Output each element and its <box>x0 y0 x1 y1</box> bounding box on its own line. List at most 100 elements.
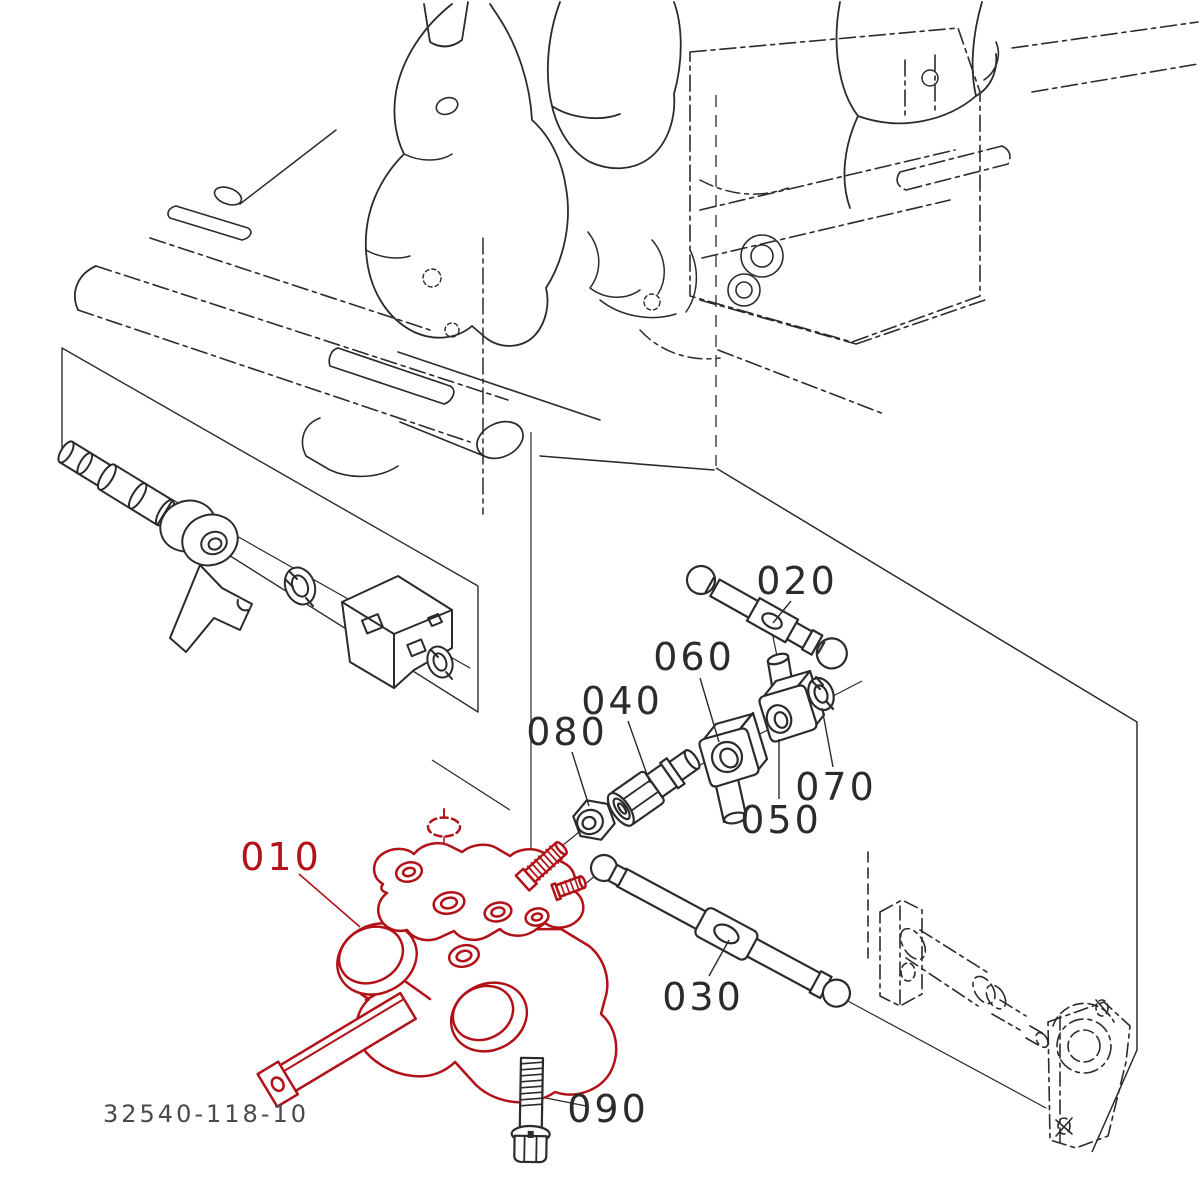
bolt090-head <box>513 1134 548 1164</box>
rail-bottom-edge <box>77 309 471 443</box>
valve-flange-hole-left-inner <box>401 866 417 878</box>
rail-slot <box>328 347 455 405</box>
leader-030 <box>708 939 730 977</box>
elbow-060 <box>698 711 769 825</box>
bell-housing-waist-lines <box>365 153 453 259</box>
bushing-hole-outer <box>200 530 228 556</box>
cyl-flange-hole-bottom <box>1057 1117 1071 1135</box>
callout-030: 030 <box>662 975 744 1019</box>
rail-ledge-phantom <box>149 237 431 331</box>
left-panel <box>61 347 479 713</box>
linkage-assembly <box>57 440 471 689</box>
callout-060: 060 <box>653 635 735 679</box>
rod-030 <box>589 853 852 1008</box>
hidden-hole-2 <box>444 322 460 338</box>
rear-housing-bore-outer <box>740 234 784 278</box>
cyl-left-bracket <box>879 899 923 1007</box>
lift-arm-outline <box>835 1 998 209</box>
valve-port-b-inner <box>490 906 506 918</box>
hidden-hole-1 <box>422 268 442 288</box>
nut080-hole <box>581 815 597 831</box>
leader-lines <box>298 600 834 1107</box>
rail-corner-line <box>239 129 337 205</box>
cylinder-axis-line <box>845 999 1047 1109</box>
valve-boss-left-rim <box>337 925 405 985</box>
elbow060-bore-inner <box>719 747 739 769</box>
leader-040 <box>627 720 651 784</box>
elbow050-bore-inner <box>773 711 789 729</box>
cyl-barrel <box>905 929 991 1007</box>
mount-boss-ellipse <box>476 420 524 460</box>
rear-housing-pin-hole <box>921 69 939 87</box>
cyl-right-flange <box>1047 1001 1131 1149</box>
rail-upper-slot <box>167 205 252 241</box>
bell-housing-outline <box>364 3 569 347</box>
rod030-block-hole <box>713 923 740 945</box>
leader-010 <box>298 873 361 928</box>
valve-lever-arm <box>256 991 417 1108</box>
cyl-flange-boss-arc <box>1052 1002 1115 1027</box>
rod-020 <box>685 564 848 670</box>
cyl-barrel-cap <box>899 927 927 961</box>
bolt-090 <box>510 1056 551 1164</box>
rod020-step-ring <box>800 629 824 656</box>
linkage-arm-plate <box>169 564 253 653</box>
valve-front-port-inner <box>455 949 473 963</box>
rear-housing-slot <box>896 145 1011 191</box>
cyl-left-bracket-hole <box>900 962 916 982</box>
callout-040: 040 <box>581 679 663 723</box>
callout-010: 010 <box>240 835 322 879</box>
casting-detail-phantom <box>639 179 789 360</box>
callout-050: 050 <box>740 798 822 842</box>
phantom-links-top-right <box>1011 21 1199 93</box>
cyl-flange-hole-bottom-ticks <box>1055 1117 1073 1137</box>
cyl-rod-end <box>1035 1031 1049 1049</box>
right-panel <box>715 467 1138 1153</box>
rail-top-edge <box>95 265 509 401</box>
callout-090: 090 <box>567 1087 649 1131</box>
valve-port-a-inner <box>439 896 459 910</box>
valve-arm-hole <box>270 1076 285 1093</box>
rod030-ball-right <box>821 978 852 1008</box>
machine-bottom-edges <box>301 351 715 478</box>
linkage-bushing-arm <box>159 499 253 653</box>
cyl-flange-boss-outer <box>1056 1018 1112 1074</box>
joint-040 <box>606 749 701 827</box>
bolt090-threads <box>519 1061 544 1107</box>
valve-flange-hole-right-inner <box>530 912 544 922</box>
machine-bottom-right-phantom <box>717 349 885 415</box>
valve-boss-right-rim <box>451 984 515 1042</box>
valve-oring <box>426 816 462 838</box>
rear-housing-bore2-outer <box>727 273 761 307</box>
valve-assembly-010 <box>256 808 618 1108</box>
cyl-flange-hole-top-ticks <box>1095 999 1111 1017</box>
rail-oval-hole <box>213 186 243 206</box>
bolt090-head-nub <box>527 1130 534 1139</box>
snap-ring-left <box>283 566 317 607</box>
linkage-arm-notch <box>236 599 249 612</box>
leader-020 <box>772 600 792 624</box>
cylinder-assembly <box>845 851 1131 1149</box>
joint040-hole-inner <box>616 802 628 815</box>
cyl-collar-2 <box>985 984 1007 1010</box>
bell-housing-stub <box>423 1 469 48</box>
valve-stud-large <box>514 841 568 892</box>
bushing-hole-inner <box>207 537 223 551</box>
elbow-050 <box>758 652 826 743</box>
callout-labels: 020 060 040 080 050 070 030 090 010 <box>240 559 874 1131</box>
callout-080: 080 <box>526 710 608 754</box>
snap-ring-right <box>426 645 454 680</box>
cyl-flange-boss-inner <box>1067 1029 1101 1063</box>
drawing-number: 32540-118-10 <box>103 1100 309 1128</box>
callout-020: 020 <box>756 559 838 603</box>
cyl-collar-1 <box>972 975 996 1005</box>
panels <box>61 95 1138 1153</box>
elbow050-stem-top <box>766 652 790 666</box>
valve-stud-small <box>550 875 587 902</box>
clip070-grooves <box>810 675 835 711</box>
leader-060 <box>699 677 720 743</box>
rail-left-cap <box>74 265 97 311</box>
clutch-housing-outline <box>546 1 682 170</box>
